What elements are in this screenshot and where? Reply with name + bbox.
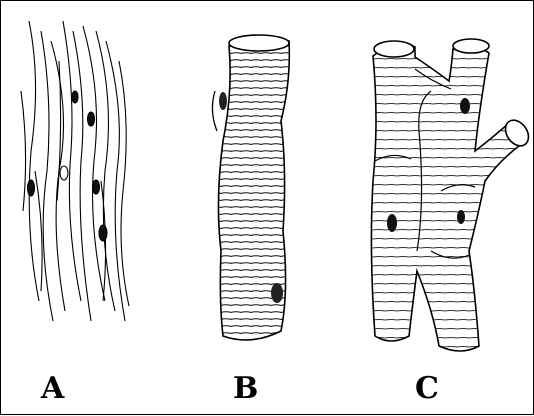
panel-c-cardiac-muscle [371,39,533,351]
panel-a-smooth-muscle [21,21,129,321]
panel-b-skeletal-muscle [212,35,289,340]
panel-label-b: B [233,371,258,406]
panel-label-c: C [415,371,439,406]
panel-label-a: A [41,371,64,406]
